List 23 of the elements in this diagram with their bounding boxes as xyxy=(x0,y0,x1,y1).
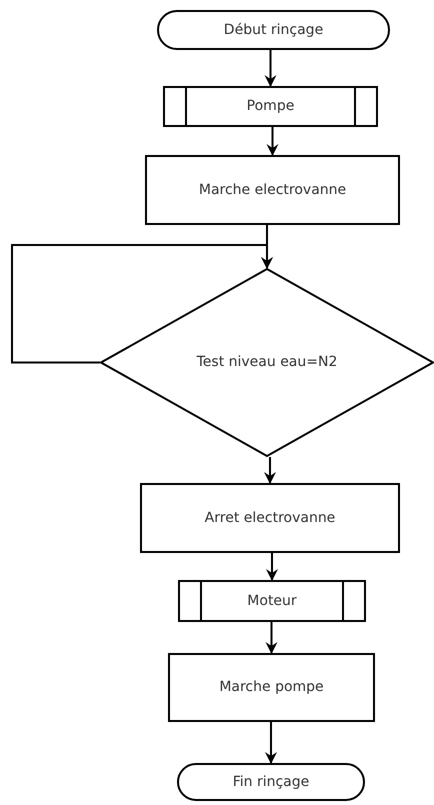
node-label: Moteur xyxy=(247,592,297,610)
node-label: Marche pompe xyxy=(219,678,324,697)
subroutine-box xyxy=(178,580,366,622)
node-label: Arret electrovanne xyxy=(204,508,336,528)
process-box xyxy=(168,653,375,722)
node-label: Marche electrovanne xyxy=(198,180,346,200)
node-label: Test niveau eau=N2 xyxy=(196,353,338,372)
arrow xyxy=(265,722,277,764)
process-box xyxy=(145,155,400,225)
terminator-shape xyxy=(177,763,365,801)
subroutine-box xyxy=(163,86,378,127)
process-box xyxy=(140,483,400,553)
terminator-shape xyxy=(157,10,390,50)
arrow xyxy=(266,622,278,654)
arrow xyxy=(266,127,278,156)
arrow xyxy=(266,553,278,581)
node-label: Début rinçage xyxy=(224,20,324,40)
node-label: Fin rinçage xyxy=(232,772,310,792)
arrow xyxy=(11,244,273,364)
node-label: Pompe xyxy=(246,97,294,116)
arrow xyxy=(264,50,276,87)
arrow xyxy=(264,457,276,484)
decision-diamond xyxy=(100,268,434,457)
